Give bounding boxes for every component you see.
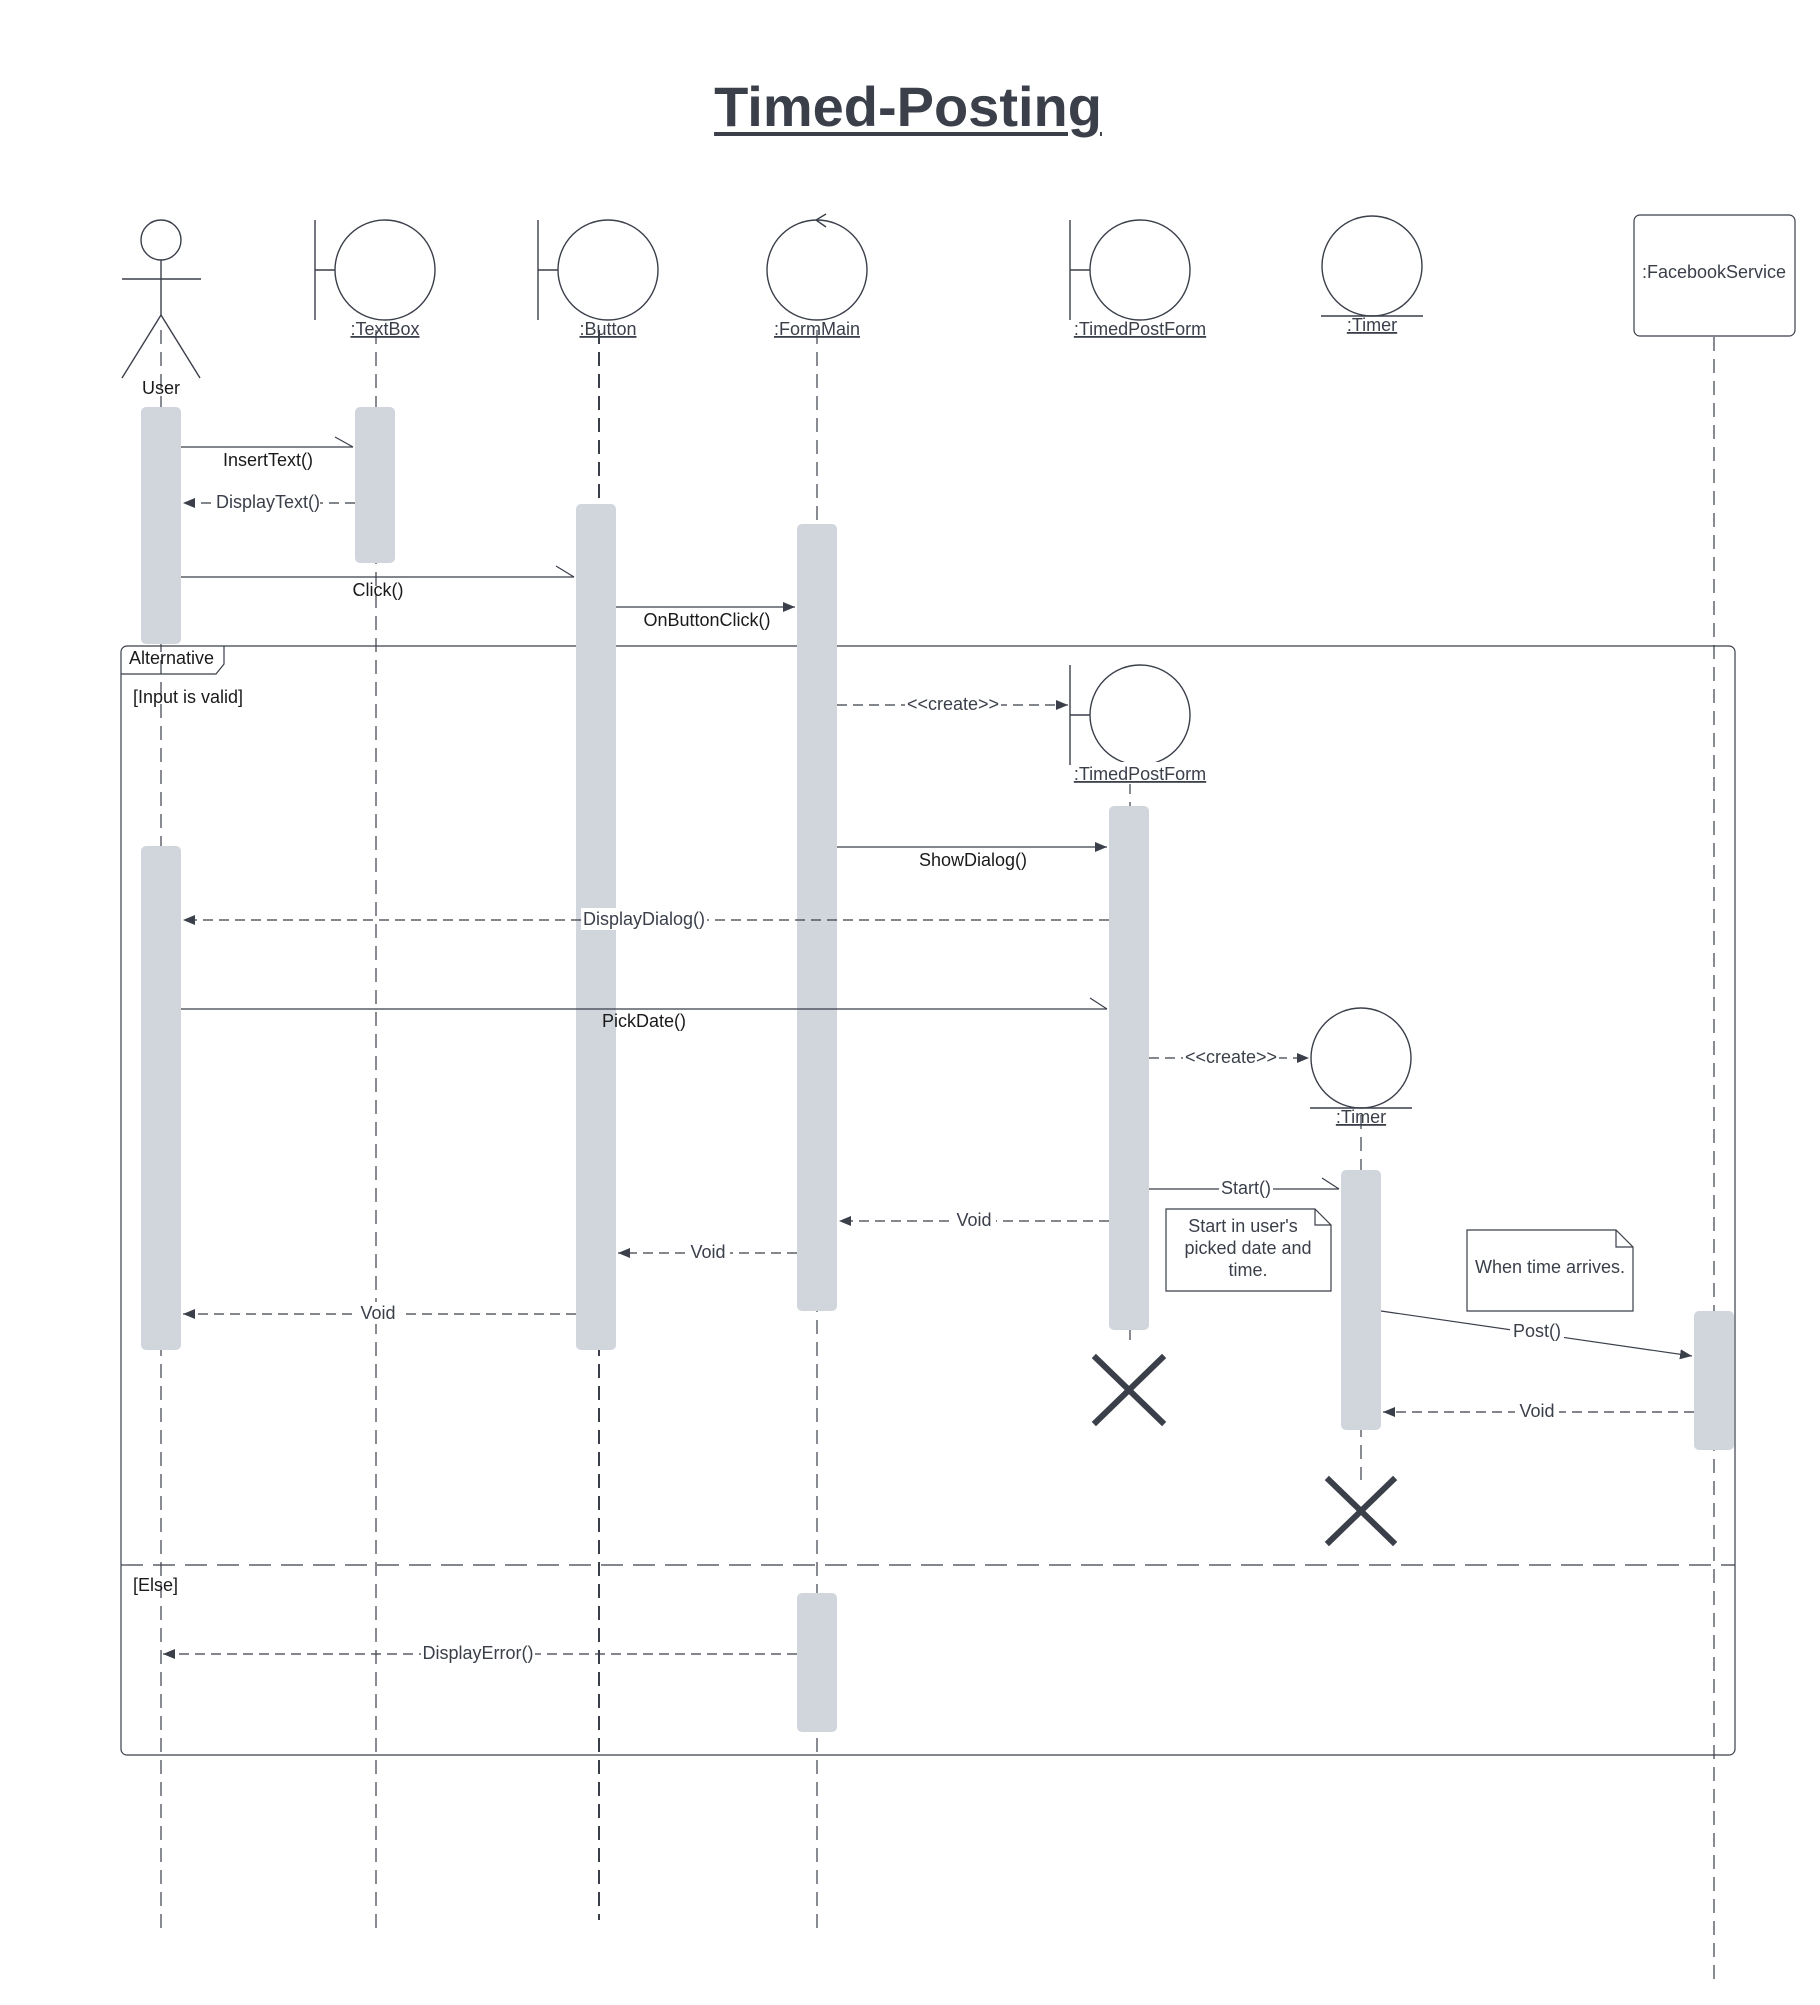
timedpostform-boundary-icon [1069, 219, 1191, 321]
alt-fragment-operator: Alternative [129, 648, 214, 668]
activation-formmain [797, 524, 837, 1311]
lifeline-label-button: :Button [579, 319, 636, 339]
label-void-main-to-button: Void [690, 1242, 725, 1262]
created-label-bg [1071, 762, 1211, 784]
note-start-line2: picked date and [1184, 1238, 1311, 1258]
label-create-timer: <<create>> [1185, 1047, 1277, 1067]
activation-facebookservice [1694, 1311, 1734, 1450]
lifeline-label-formmain: :FormMain [774, 319, 860, 339]
activation-user-2 [141, 846, 181, 1350]
formmain-control-icon [766, 213, 868, 321]
created-label-timer: :Timer [1336, 1107, 1386, 1127]
activation-formmain-else [797, 1593, 837, 1732]
label-post: Post() [1513, 1321, 1561, 1341]
note-time-text: When time arrives. [1475, 1257, 1625, 1277]
activation-timer [1341, 1170, 1381, 1430]
created-label-timedpostform: :TimedPostForm [1074, 764, 1206, 784]
created-timer-icon [1310, 1007, 1412, 1109]
label-click: Click() [353, 580, 404, 600]
message-labels: InsertText() DisplayText() Click() OnBut… [214, 450, 1564, 1664]
lifeline-label-facebookservice: :FacebookService [1642, 262, 1786, 282]
message-lines [163, 436, 1694, 1659]
destroy-timedpostform-icon [1091, 1353, 1167, 1427]
label-start: Start() [1221, 1178, 1271, 1198]
alt-fragment-frame [120, 645, 1736, 1756]
lifeline-label-timer: :Timer [1347, 315, 1397, 335]
lifeline-label-textbox: :TextBox [350, 319, 419, 339]
textbox-boundary-icon [314, 219, 436, 321]
label-display-dialog: DisplayDialog() [583, 909, 705, 929]
label-void-button-to-user: Void [360, 1303, 395, 1323]
label-pick-date: PickDate() [602, 1011, 686, 1031]
diagram-title: Timed-Posting [714, 75, 1102, 138]
button-boundary-icon [537, 219, 659, 321]
alt-guard-else: [Else] [133, 1575, 178, 1595]
lifeline-label-timedpostform: :TimedPostForm [1074, 319, 1206, 339]
destroy-timer-icon [1324, 1475, 1398, 1547]
note-start: Start in user's picked date and time. [1165, 1208, 1332, 1292]
activation-user-1 [141, 407, 181, 644]
created-timedpostform-icon [1069, 664, 1191, 766]
user-actor-icon [121, 219, 201, 379]
label-display-text: DisplayText() [216, 492, 320, 512]
label-create-timedpostform: <<create>> [907, 694, 999, 714]
user-label: User [142, 378, 180, 398]
label-show-dialog: ShowDialog() [919, 850, 1027, 870]
facebookservice-box [1633, 214, 1796, 337]
activation-bars [141, 407, 1734, 1732]
label-insert-text: InsertText() [223, 450, 313, 470]
timer-entity-icon [1321, 215, 1423, 317]
label-void-form-to-main: Void [956, 1210, 991, 1230]
note-time-arrives: When time arrives. [1466, 1229, 1634, 1312]
alt-fragment-tab [121, 646, 225, 675]
alt-guard-valid: [Input is valid] [133, 687, 243, 707]
label-on-button-click: OnButtonClick() [643, 610, 770, 630]
note-start-line1: Start in user's [1188, 1216, 1297, 1236]
note-start-line3: time. [1228, 1260, 1267, 1280]
label-void-fb-to-timer: Void [1519, 1401, 1554, 1421]
activation-textbox [355, 407, 395, 563]
label-display-error: DisplayError() [422, 1643, 533, 1663]
activation-timedpostform [1109, 806, 1149, 1330]
